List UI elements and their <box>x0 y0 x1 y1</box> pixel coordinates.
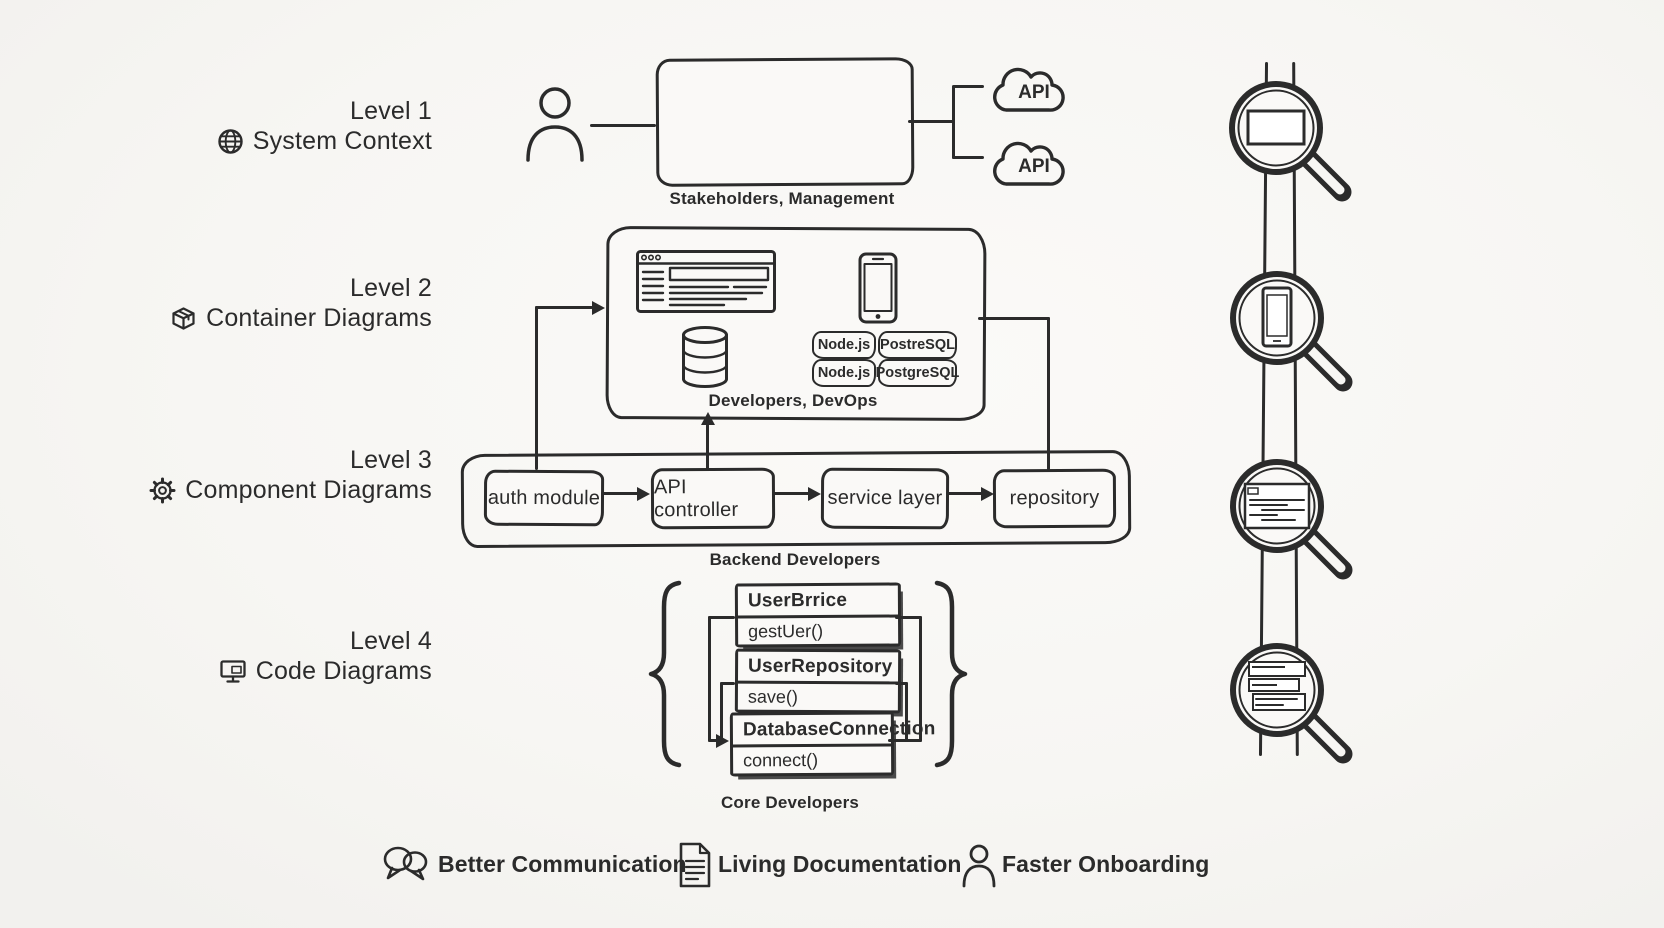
magnifier-class-code-icon <box>1230 643 1353 764</box>
api-bracket-line <box>952 86 955 159</box>
component-flow-line <box>946 492 983 495</box>
arrowhead-right <box>592 300 605 315</box>
class-relation-line <box>905 682 908 742</box>
api-cloud: API <box>993 141 1065 186</box>
api-cloud-label: API <box>1018 156 1050 177</box>
class-relation-line <box>708 616 735 619</box>
class-relation-line <box>720 682 735 685</box>
package-icon <box>172 306 195 330</box>
repository-to-container-line <box>1047 317 1050 470</box>
arrowhead-right <box>808 486 821 501</box>
user-actor-icon <box>526 87 584 162</box>
level-4-caption: Core Developers <box>720 793 860 812</box>
api-bottom-stub-line <box>952 156 984 159</box>
globe-icon <box>218 128 243 154</box>
auth-to-container-line <box>535 306 593 309</box>
arrowhead-right <box>981 486 994 501</box>
class-name: DatabaseConnection <box>732 714 936 748</box>
level-2-label: Level 2 Container Diagrams <box>96 274 432 333</box>
browser-window-icon <box>636 250 776 313</box>
speech-bubbles-icon <box>383 846 428 881</box>
class-relation-line <box>895 616 922 619</box>
class-method: connect() <box>743 749 819 770</box>
magnifier-mobile-app-icon <box>1230 271 1353 392</box>
mobile-phone-icon <box>858 252 898 324</box>
component-api-controller: API controller <box>650 467 776 530</box>
component-flow-line <box>601 492 639 495</box>
document-icon <box>679 842 711 888</box>
level-3-caption: Backend Developers <box>709 550 881 569</box>
tech-badge: PostgreSQL <box>876 359 959 387</box>
level-1-name: System Context <box>252 127 432 155</box>
repository-to-container-line <box>978 317 1050 320</box>
class-relation-line <box>708 739 718 742</box>
class-relation-line <box>919 616 922 742</box>
level-1-label: Level 1 System Context <box>96 97 432 156</box>
class-method: save() <box>747 686 798 707</box>
left-brace <box>648 580 682 768</box>
api-cloud-label: API <box>1018 82 1050 103</box>
magnifier-system-box-icon <box>1229 81 1352 202</box>
level-2-caption: Developers, DevOps <box>708 391 878 410</box>
arrowhead-up <box>700 412 715 425</box>
class-relation-line <box>895 682 908 685</box>
level-4-label: Level 4 Code Diagrams <box>96 627 432 686</box>
class-box-userservice: UserBrrice gestUer() <box>734 582 902 648</box>
class-relation-line <box>720 682 723 742</box>
auth-to-container-line <box>535 306 538 470</box>
level-2-name: Container Diagrams <box>206 304 432 332</box>
benefit-better-communication: Better Communication <box>438 851 687 877</box>
class-name: UserRepository <box>737 651 899 685</box>
component-repository: repository <box>992 468 1117 529</box>
class-box-databaseconnection: DatabaseConnection connect() <box>729 711 936 777</box>
system-context-box <box>655 57 915 187</box>
benefit-faster-onboarding: Faster Onboarding <box>1002 851 1210 877</box>
api-cloud: API <box>993 67 1065 112</box>
system-to-apis-line <box>908 120 954 123</box>
class-name: UserBrrice <box>737 585 899 619</box>
controller-to-container-line <box>706 424 709 470</box>
tech-badge: PostreSQL <box>878 331 957 359</box>
level-1-number: Level 1 <box>349 97 432 125</box>
database-icon <box>682 326 728 388</box>
level-1-caption: Stakeholders, Management <box>669 189 895 208</box>
level-4-number: Level 4 <box>349 627 432 655</box>
class-relation-line <box>708 616 711 742</box>
level-3-number: Level 3 <box>349 446 432 474</box>
class-box-userrepository: UserRepository save() <box>734 648 902 714</box>
component-service-layer: service layer <box>820 467 950 530</box>
level-3-label: Level 3 Component Diagrams <box>96 446 432 505</box>
person-icon <box>962 844 996 888</box>
class-method: gestUer() <box>748 620 824 641</box>
tech-badge: Node.js <box>812 359 876 387</box>
level-2-number: Level 2 <box>349 274 432 302</box>
arrowhead-right <box>637 486 650 501</box>
level-4-name: Code Diagrams <box>255 657 432 685</box>
benefit-living-documentation: Living Documentation <box>718 851 962 877</box>
level-3-name: Component Diagrams <box>185 476 432 504</box>
component-flow-line <box>772 492 810 495</box>
api-top-stub-line <box>952 85 984 88</box>
monitor-icon <box>220 659 246 683</box>
user-to-system-line <box>590 124 656 127</box>
magnifier-component-code-icon <box>1230 459 1353 580</box>
right-brace <box>934 580 968 768</box>
component-auth-module: auth module <box>483 469 605 527</box>
gear-icon <box>149 477 176 503</box>
tech-badge: Node.js <box>812 331 876 359</box>
